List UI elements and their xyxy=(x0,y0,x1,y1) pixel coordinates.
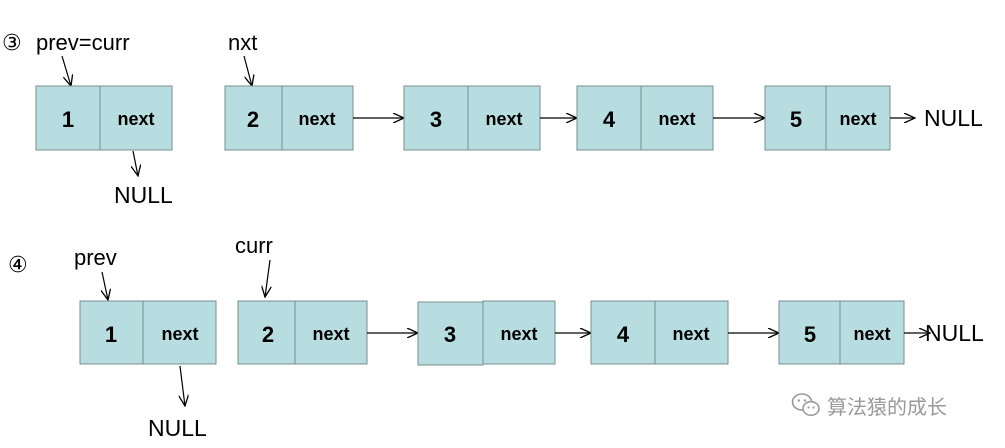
node-next-label: next xyxy=(672,324,709,344)
node-next-cell xyxy=(654,300,729,365)
step-marker-3: ③ xyxy=(2,31,22,56)
nxt-pointer-arrow xyxy=(243,55,252,86)
node-value: 4 xyxy=(617,322,630,347)
prev-label: prev xyxy=(74,245,117,270)
node-next-cell xyxy=(281,85,354,151)
step-marker-4: ④ xyxy=(8,253,28,278)
node-next-label: next xyxy=(161,324,198,344)
node-next-label: next xyxy=(658,109,695,129)
curr-pointer-arrow xyxy=(265,259,270,297)
node1-to-null-arrow xyxy=(133,150,138,176)
node-value: 2 xyxy=(262,322,274,347)
node-next-cell xyxy=(142,300,217,365)
step3-node-1: 1 next xyxy=(35,85,173,151)
null-label: NULL xyxy=(114,182,173,208)
watermark-text: 算法猿的成长 xyxy=(827,394,947,419)
prev-equals-curr-label: prev=curr xyxy=(36,30,130,55)
node-next-label: next xyxy=(312,324,349,344)
node-next-label: next xyxy=(485,109,522,129)
node-value: 5 xyxy=(804,322,816,347)
node-value-cell xyxy=(79,300,144,365)
node-next-label: next xyxy=(839,109,876,129)
step4-node-1: 1 next xyxy=(79,300,217,365)
node-value-cell xyxy=(237,300,296,365)
step4-node-2: 2 next xyxy=(237,300,368,365)
node-value: 3 xyxy=(430,107,442,132)
node-value-cell xyxy=(764,85,827,151)
node-next-cell xyxy=(99,85,173,151)
node-next-cell xyxy=(467,85,541,151)
step4-node-5: 5 next xyxy=(778,300,905,365)
node-next-label: next xyxy=(853,324,890,344)
step4-node-4: 4 next xyxy=(590,300,729,365)
node-value-cell xyxy=(417,301,484,366)
node-next-cell xyxy=(825,85,891,151)
step3-node-2: 2 next xyxy=(224,85,354,151)
node-value: 1 xyxy=(105,322,117,347)
step3-node-5: 5 next xyxy=(764,85,891,151)
step4-node-3: 3 next xyxy=(417,300,556,366)
prev-pointer-arrow xyxy=(102,271,108,300)
node-next-cell xyxy=(640,85,714,151)
step-3-group: ③ prev=curr nxt 1 next NULL 2 next 3 nex… xyxy=(2,30,983,208)
node-value-cell xyxy=(576,85,642,151)
watermark: 算法猿的成长 xyxy=(791,388,947,422)
wechat-icon xyxy=(791,393,820,417)
node-value: 3 xyxy=(444,322,456,347)
curr-label: curr xyxy=(235,233,273,258)
node-value-cell xyxy=(224,85,283,151)
node-value: 1 xyxy=(62,107,74,132)
node1-to-null-arrow xyxy=(180,365,185,406)
node-next-label: next xyxy=(117,109,154,129)
node-next-cell xyxy=(482,300,556,365)
node-next-cell xyxy=(294,300,368,365)
node-value: 2 xyxy=(247,107,259,132)
node-next-label: next xyxy=(298,109,335,129)
prev-curr-pointer-arrow xyxy=(61,55,71,86)
node-value-cell xyxy=(35,85,101,151)
step3-node-4: 4 next xyxy=(576,85,714,151)
tail-null-label: NULL xyxy=(924,105,983,131)
null-label: NULL xyxy=(148,415,207,441)
node-value: 5 xyxy=(790,107,802,132)
node-value-cell xyxy=(590,300,656,365)
node-value: 4 xyxy=(603,107,616,132)
step3-node-3: 3 next xyxy=(403,85,541,151)
node-next-label: next xyxy=(500,324,537,344)
nxt-label: nxt xyxy=(228,30,257,55)
node-next-cell xyxy=(839,300,905,365)
step-4-group: ④ prev curr 1 next NULL 2 next 3 next xyxy=(8,233,984,441)
node-value-cell xyxy=(778,300,841,365)
tail-null-label: NULL xyxy=(925,320,984,346)
